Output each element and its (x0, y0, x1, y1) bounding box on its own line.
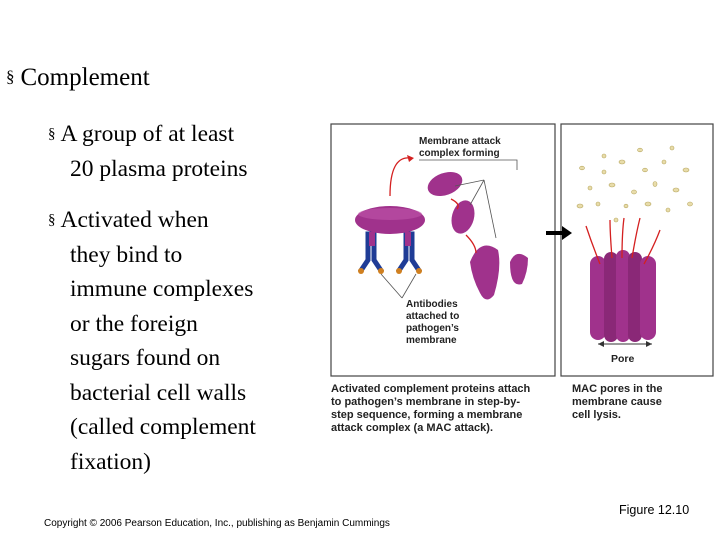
label-antibodies-line-3: pathogen’s (406, 323, 459, 334)
sub-bullet-2-line-4: or the foreign (70, 310, 198, 337)
mac-forming-protein (510, 253, 528, 285)
mac-pore (590, 250, 656, 342)
efflux-arrows (585, 217, 661, 265)
label-pore: Pore (611, 353, 635, 365)
label-mac-forming-line-1: Membrane attack (419, 136, 501, 147)
cell-contents (576, 145, 693, 223)
antibody-leader-lines (380, 273, 417, 299)
leader-lines (454, 179, 497, 239)
red-arrow (389, 157, 411, 197)
label-antibodies-line-1: Antibodies (406, 299, 458, 310)
red-arrow (450, 198, 459, 210)
caption-left-line-3: step sequence, forming a membrane (331, 409, 522, 421)
bullet-marker: § (48, 126, 56, 142)
caption-left-line-1: Activated complement proteins attach (331, 383, 531, 395)
pore-label-bg (594, 347, 658, 369)
main-bullet-text: Complement (20, 64, 150, 91)
copyright-notice: Copyright © 2006 Pearson Education, Inc.… (44, 518, 390, 529)
antibody-label-bg (402, 296, 472, 348)
sub-bullet-2-line-8: fixation) (70, 448, 151, 475)
sub-bullet-2-line-3: immune complexes (70, 276, 254, 302)
sub-bullet-1-line-2: 20 plasma proteins (70, 155, 248, 182)
sub-bullet-2-line-1: Activated when (60, 207, 209, 233)
caption-right-line-3: cell lysis. (572, 409, 621, 421)
bullet-marker: § (48, 212, 56, 228)
sub-bullet-2-line-7: (called complement (70, 414, 256, 440)
caption-right-line-2: membrane cause (572, 396, 662, 408)
label-mac-forming-line-2: complex forming (419, 148, 500, 159)
bullet-marker: § (6, 67, 15, 86)
sub-bullet-2-line-6: bacterial cell walls (70, 379, 247, 406)
sub-bullet-2: §Activated when they bind to immune comp… (48, 203, 256, 479)
caption-left-line-4: attack complex (a MAC attack). (331, 422, 493, 434)
sub-bullet-1: §A group of at least 20 plasma proteins (48, 117, 248, 186)
sub-bullet-2-line-5: sugars found on (70, 345, 221, 371)
mac-forming-protein (470, 245, 500, 300)
figure-label: Figure 12.10 (619, 503, 690, 517)
complement-protein (427, 171, 463, 197)
sub-bullet-2-line-2: they bind to (70, 241, 183, 268)
caption-right-line-1: MAC pores in the (572, 383, 662, 395)
red-arrow (465, 234, 477, 254)
label-antibodies-line-2: attached to (406, 311, 459, 322)
complement-c1-protein (355, 206, 425, 246)
sub-bullet-1-line-1: A group of at least (60, 121, 235, 147)
label-antibodies-line-4: membrane (406, 335, 457, 346)
caption-left-line-2: to pathogen’s membrane in step-by- (331, 396, 520, 408)
main-bullet: § Complement (6, 61, 150, 94)
